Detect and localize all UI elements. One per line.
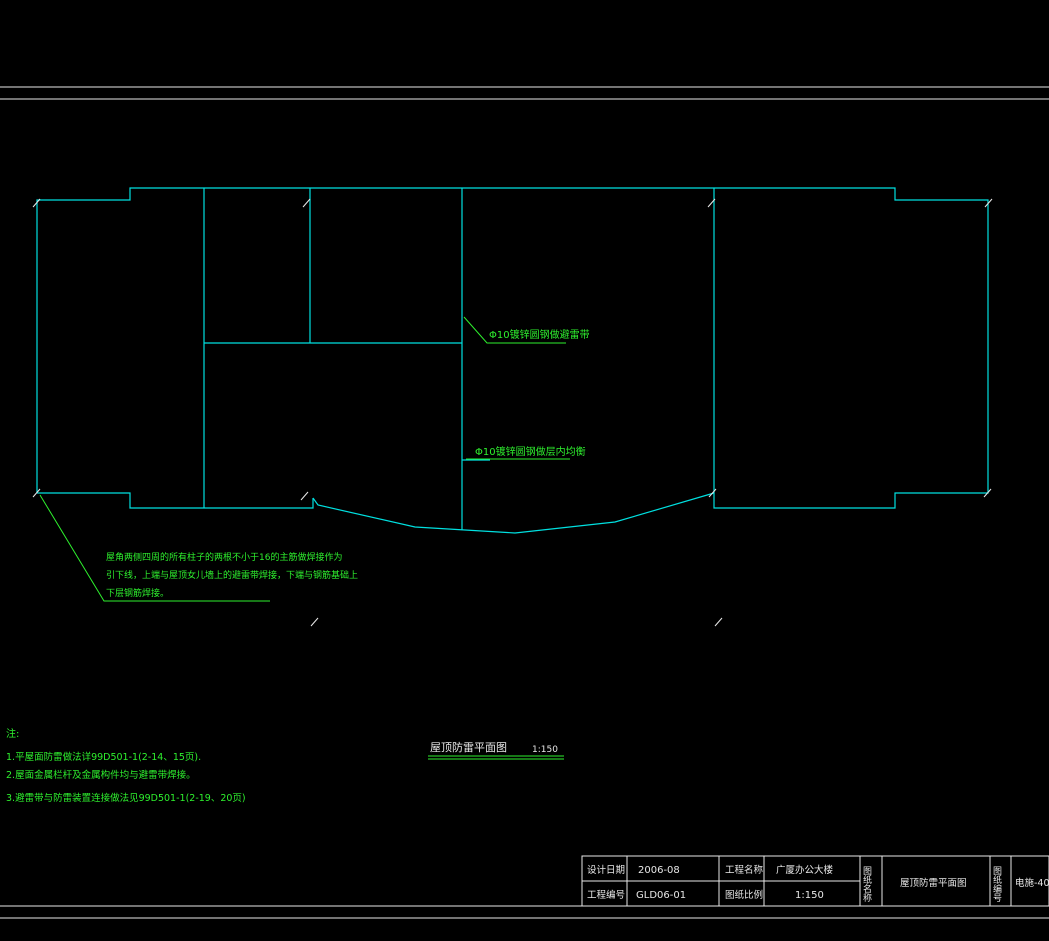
scale-value: 1:150 <box>795 890 824 901</box>
figure-title: 屋顶防雷平面图 <box>430 740 507 754</box>
terminal-marks <box>32 198 993 627</box>
note-item-2: 2.屋面金属栏杆及金属构件均与避雷带焊接。 <box>6 769 196 781</box>
date-value: 2006-08 <box>638 865 680 876</box>
downlead-line-3: 下层钢筋焊接。 <box>106 587 169 599</box>
drawing-name-value: 屋顶防雷平面图 <box>900 877 967 889</box>
note-item-1: 1.平屋面防雷做法详99D501-1(2-14、15页). <box>6 751 201 763</box>
figure-scale: 1:150 <box>532 745 558 755</box>
roof-outline <box>36 187 989 534</box>
notes-heading: 注: <box>6 727 19 740</box>
note-item-3: 3.避雷带与防雷装置连接做法见99D501-1(2-19、20页) <box>6 792 246 804</box>
drawing-no-value: 电施-40 <box>1015 877 1049 889</box>
leader-lines <box>39 316 570 602</box>
project-name-value: 广厦办公大楼 <box>776 864 834 876</box>
project-name-label: 工程名称 <box>725 864 764 876</box>
downlead-note: 屋角两侧四周的所有柱子的两根不小于16的主筋做焊接作为 引下线，上端与屋顶女儿墙… <box>106 551 358 599</box>
project-no-value: GLD06-01 <box>636 890 686 901</box>
scale-label: 图纸比例 <box>725 889 763 901</box>
drawing-frame <box>0 86 1049 919</box>
date-label: 设计日期 <box>587 864 625 876</box>
title-block: 设计日期 2006-08 工程名称 广厦办公大楼 工程编号 GLD06-01 图… <box>581 855 1049 907</box>
drawing-no-label: 图纸编号 <box>991 866 1002 903</box>
drawing-name-label: 图纸名称 <box>861 866 872 903</box>
ring-label: Φ10镀锌圆钢做层内均衡 <box>475 445 586 458</box>
figure-title-block: 屋顶防雷平面图 1:150 <box>428 740 564 760</box>
downlead-line-1: 屋角两侧四周的所有柱子的两根不小于16的主筋做焊接作为 <box>106 551 342 563</box>
project-no-label: 工程编号 <box>587 889 625 901</box>
downlead-line-2: 引下线，上端与屋顶女儿墙上的避雷带焊接，下端与钢筋基础上 <box>106 569 358 581</box>
general-notes: 注: 1.平屋面防雷做法详99D501-1(2-14、15页). 2.屋面金属栏… <box>6 727 246 804</box>
strap-label: Φ10镀锌圆钢做避雷带 <box>489 328 590 341</box>
